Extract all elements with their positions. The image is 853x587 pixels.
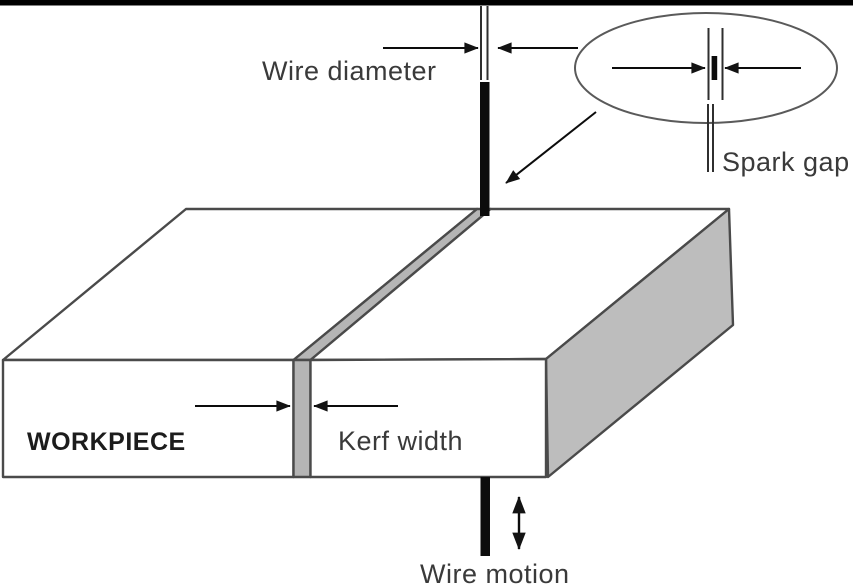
workpiece-right-side-face xyxy=(544,207,735,479)
magnified-wire-cross-section xyxy=(711,56,718,80)
edm-wire xyxy=(480,6,490,556)
wire-diameter-label: Wire diameter xyxy=(262,56,437,86)
magnifier-ellipse xyxy=(574,12,838,124)
top-border-bar xyxy=(0,0,853,6)
kerf-front-strip xyxy=(292,358,312,479)
workpiece-label: WORKPIECE xyxy=(27,428,186,456)
workpiece-front-left-face xyxy=(1,358,295,479)
workpiece-box xyxy=(1,207,735,479)
wire-lower-segment xyxy=(480,477,490,556)
spark-gap-magnifier: Spark gap xyxy=(505,12,850,184)
workpiece-front-right-face xyxy=(309,357,548,479)
kerf-width-dimension: Kerf width xyxy=(195,400,463,456)
wire-motion-indicator: Wire motion xyxy=(420,496,570,587)
spark-gap-label: Spark gap xyxy=(722,147,850,177)
magnifier-pointer-arrow xyxy=(505,111,597,184)
wire-upper-segment xyxy=(480,82,490,216)
kerf-width-label: Kerf width xyxy=(338,426,463,456)
wire-diameter-dimension: Wire diameter xyxy=(262,42,578,86)
wire-motion-label: Wire motion xyxy=(420,559,570,587)
